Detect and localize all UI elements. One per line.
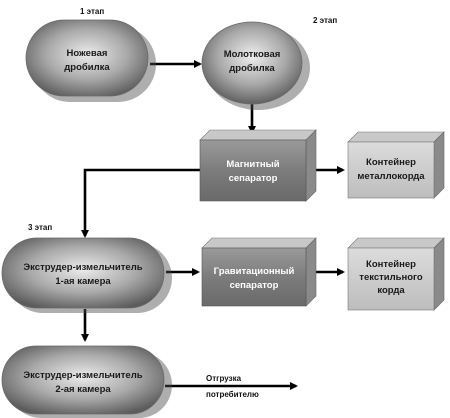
hammer-crusher-line1: Молотковая [224,49,281,60]
flow-arrows [81,60,345,390]
textile-cord-container-line2: текстильного [359,272,423,283]
metal-cord-container-node: Контейнер металлокорда [347,131,445,199]
knife-crusher-line1: Ножевая [67,48,108,59]
output-label-line2: потребителю [206,390,259,399]
metal-cord-container-line1: Контейнер [366,157,416,168]
hammer-crusher-line2: дробилка [229,63,275,74]
magnetic-separator-line1: Магнитный [226,159,279,170]
textile-cord-container-node: Контейнер текстильного корда [347,237,445,311]
stage-1-label: 1 этап [80,7,104,16]
stage-2-label: 2 этап [313,16,337,25]
textile-cord-container-line1: Контейнер [366,259,416,270]
hammer-crusher-node: Молотковая дробилка [201,21,310,110]
extruder-chamber1-node: Экструдер-измельчитель 1-ая камера [1,237,172,313]
extruder-chamber1-line1: Экструдер-измельчитель [23,262,142,273]
extruder-chamber2-line1: Экструдер-измельчитель [23,370,142,381]
magnetic-separator-line2: сепаратор [229,173,278,184]
magnetic-separator-node: Магнитный сепаратор [199,129,317,202]
gravity-separator-node: Гравитационный сепаратор [201,237,317,307]
metal-cord-container-line2: металлокорда [357,171,425,182]
arrow-magnetic-to-extruder1 [81,168,200,238]
extruder-chamber2-line2: 2-ая камера [55,384,111,395]
knife-crusher-line2: дробилка [64,62,110,73]
knife-crusher-node: Ножевая дробилка [25,19,156,102]
output-label-line1: Отгрузка [206,374,242,383]
extruder-chamber1-line2: 1-ая камера [55,276,111,287]
extruder-chamber2-node: Экструдер-измельчитель 2-ая камера [1,345,172,418]
gravity-separator-line2: сепаратор [230,280,279,291]
textile-cord-container-line3: корда [377,285,405,296]
stage-3-label: 3 этап [28,223,52,232]
gravity-separator-line1: Гравитационный [214,266,295,277]
